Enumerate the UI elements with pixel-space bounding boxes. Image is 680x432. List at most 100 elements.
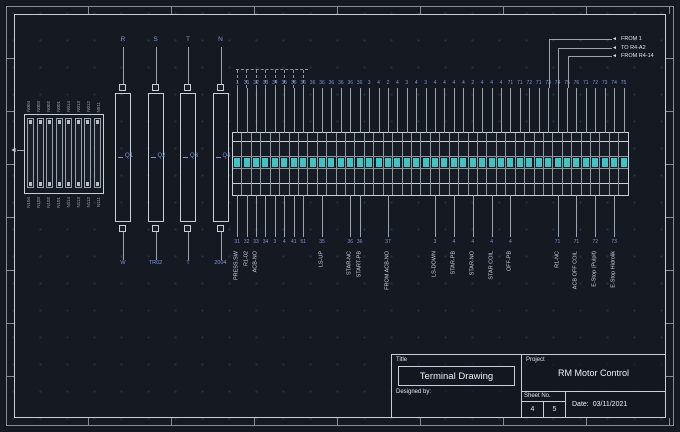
strip-row [609,157,619,169]
strip-row [402,169,412,184]
terminal-cell: 3 [364,81,375,195]
wire-down [387,195,389,237]
terminal-screw [29,182,32,186]
project-cell: Project RM Motor Control [522,355,665,392]
strip-row [308,142,317,157]
left-terminal-slat [65,118,73,188]
strip-rail-top [515,133,525,142]
terminal-indicator [469,158,476,167]
designed-by-label: Designed by: [396,389,432,396]
strip-row [374,142,383,157]
wire-up [237,88,239,133]
wire-down [359,195,361,237]
wire-up [340,88,342,133]
terminal-screw [86,120,90,124]
breaker-wire-down [220,232,222,260]
terminal-indicator [347,158,354,167]
strip-row [383,157,393,169]
terminal-indicator [403,158,410,167]
strip-row [261,142,270,157]
strip-rail-top [591,133,600,142]
strip-row [308,157,317,169]
breaker-tick [118,157,123,158]
strip-row [609,142,619,157]
terminal-number-top: 4 [433,80,437,86]
strip-row [242,142,251,157]
strip-row [525,142,534,157]
wire-up [548,88,550,133]
wire-down [491,195,493,237]
strip-row [421,157,430,169]
terminal-number-bottom: 71 [554,239,561,245]
terminal-indicator [441,158,448,167]
wire-down [274,195,276,237]
terminal-cell: 36 [308,81,318,195]
strip-row [581,157,591,169]
terminal-indicator [460,158,467,167]
strip-row [289,142,298,157]
wire-down [576,195,578,237]
terminal-indicator [384,158,391,167]
breaker-body [212,93,229,222]
terminal-indicator [337,158,344,167]
strip-row [506,169,515,184]
terminal-cell: 71 [515,81,526,195]
drawing-frame-outer [6,6,674,426]
strip-row [393,142,402,157]
strip-row [317,169,327,184]
strip-row [336,142,346,157]
strip-rail-top [374,133,383,142]
wire-down [472,195,474,237]
strip-row [298,169,308,184]
annotation-line [558,47,612,49]
terminal-number-top: 72 [592,80,599,86]
terminal-indicator [526,158,533,167]
strip-row [477,169,487,184]
terminal-number-top: 4 [480,80,484,86]
strip-row [581,142,591,157]
strip-row [487,169,496,184]
strip-row [233,142,242,157]
strip-row [421,142,430,157]
terminal-number-top: 75 [620,80,627,86]
strip-rail-top [449,133,459,142]
terminal-number-top: 36 [300,80,306,86]
terminal-indicator [535,158,542,167]
terminal-cell: 36 [336,81,347,195]
wire-down [595,195,597,237]
strip-row [383,169,393,184]
frame-ticks-top [6,6,674,14]
strip-rail-top [496,133,506,142]
terminal-screw [67,120,71,124]
wire-down [435,195,437,237]
breaker-unit: Q2 [147,84,166,232]
terminal-number-bottom: 4 [509,239,512,245]
terminal-number-top: 2 [471,80,475,86]
strip-rail-top [430,133,440,142]
terminal-indicator [243,158,250,167]
dashed-drop [265,70,267,88]
strip-rail-top [581,133,591,142]
strip-row [393,157,402,169]
strip-row [280,157,289,169]
terminal-number-top: 33 [262,80,269,86]
title-label: Title [396,357,408,363]
dashed-drop [293,70,295,88]
wire-up [538,88,540,133]
terminal-screw [76,182,80,186]
strip-row [609,169,619,184]
wire-up [331,88,333,133]
breaker-unit: Q1 [114,84,133,232]
breaker-label: Q2 [157,153,166,159]
terminal-indicator [262,158,269,167]
strip-row [233,169,242,184]
left-arrow-line [17,150,24,151]
terminal-indicator [516,158,523,167]
terminal-number-bottom: 71 [573,239,580,245]
wire-up [435,88,437,133]
